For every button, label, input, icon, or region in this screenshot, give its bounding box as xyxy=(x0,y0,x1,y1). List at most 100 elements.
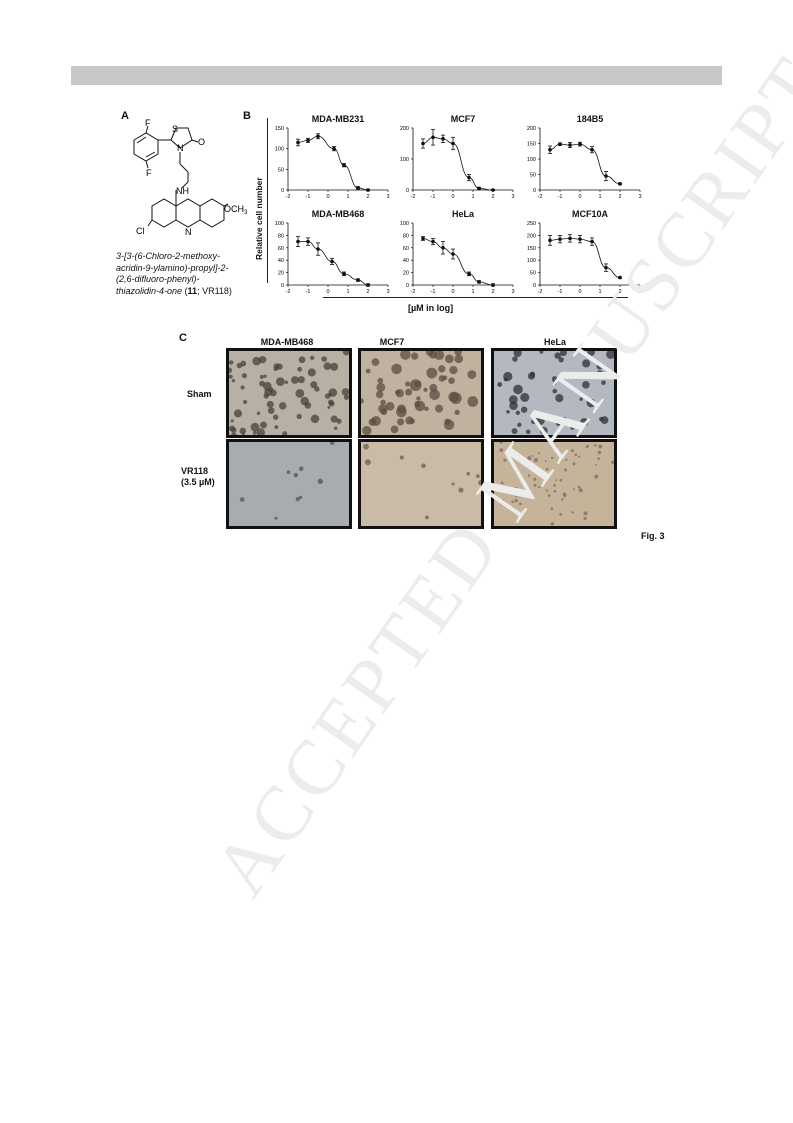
colony-spot xyxy=(597,457,600,460)
y-tick-label: 200 xyxy=(527,233,536,239)
x-tick-label: -1 xyxy=(306,194,311,200)
colony-spot xyxy=(295,496,300,502)
chart-title-hela: HeLa xyxy=(451,209,474,219)
colony-spot xyxy=(266,400,274,408)
colony-spot xyxy=(256,411,261,415)
colony-spot xyxy=(514,499,518,503)
colony-spot xyxy=(323,362,332,370)
colony-spot xyxy=(561,498,564,501)
data-point xyxy=(618,275,622,280)
colony-spot xyxy=(434,351,445,361)
colony-spot xyxy=(582,381,590,389)
data-point xyxy=(306,239,310,244)
colony-spot xyxy=(454,409,460,415)
x-tick-label: -1 xyxy=(558,289,563,295)
colony-spot xyxy=(297,366,303,372)
colony-spot xyxy=(239,497,245,502)
colony-spot xyxy=(421,463,426,469)
photo-mcf7-sham xyxy=(358,348,484,438)
colony-spot xyxy=(539,426,548,435)
y-axis-bracket xyxy=(267,118,268,283)
colony-spot xyxy=(559,351,567,357)
colony-spot xyxy=(531,454,534,457)
colony-spot xyxy=(424,406,429,412)
atom-o: O xyxy=(198,137,205,147)
colony-spot xyxy=(310,355,315,361)
x-tick-label: -2 xyxy=(286,194,291,200)
colony-spot xyxy=(578,488,583,493)
colony-spot xyxy=(385,401,395,411)
x-tick-label: 1 xyxy=(471,289,474,295)
colony-spot xyxy=(551,376,558,382)
atom-f-top: F xyxy=(145,118,151,128)
data-point xyxy=(306,138,310,143)
colony-spot xyxy=(400,351,411,360)
colony-spot xyxy=(282,431,288,435)
colony-spot xyxy=(405,388,413,396)
colony-spot xyxy=(328,392,332,397)
colony-spot xyxy=(414,400,421,407)
atom-f-bottom: F xyxy=(146,168,152,178)
colony-spot xyxy=(511,500,514,504)
colony-spot xyxy=(476,474,480,478)
colony-spot xyxy=(559,513,563,516)
x-tick-label: 3 xyxy=(511,289,514,295)
data-point xyxy=(366,283,370,287)
colony-spot xyxy=(444,354,454,364)
data-point xyxy=(477,186,481,191)
colony-spot xyxy=(525,429,531,435)
colony-spot xyxy=(396,406,407,418)
chart-title-184b5: 184B5 xyxy=(576,114,604,124)
colony-spot xyxy=(365,368,371,374)
colony-spot xyxy=(577,455,581,458)
colony-spot xyxy=(559,458,563,462)
colony-spot xyxy=(390,425,399,434)
colony-spot xyxy=(284,380,289,384)
colony-spot xyxy=(501,481,504,485)
data-point xyxy=(421,236,425,241)
data-point xyxy=(604,265,608,270)
colony-spot xyxy=(550,456,554,460)
colony-spot xyxy=(547,494,551,497)
colony-spot xyxy=(378,404,388,414)
panel-label-c: C xyxy=(179,332,187,344)
x-tick-label: 2 xyxy=(366,194,369,200)
colony-spot xyxy=(397,418,405,426)
data-point xyxy=(558,142,562,146)
x-tick-label: 0 xyxy=(326,289,329,295)
x-tick-label: 2 xyxy=(618,194,621,200)
col-title-mcf7: MCF7 xyxy=(379,337,405,347)
x-tick-label: 1 xyxy=(598,289,601,295)
colony-spot xyxy=(391,363,402,375)
fit-curve xyxy=(549,143,621,185)
colony-spot xyxy=(595,370,605,379)
colony-spot xyxy=(425,351,435,357)
colony-spot xyxy=(503,377,508,382)
y-tick-label: 0 xyxy=(533,188,536,194)
data-point xyxy=(548,147,552,152)
colony-spot xyxy=(599,416,604,422)
x-tick-label: 1 xyxy=(598,194,601,200)
data-point xyxy=(332,146,336,151)
colony-spot xyxy=(542,431,546,435)
colony-spot xyxy=(572,462,576,466)
data-point xyxy=(316,134,320,139)
colony-spot xyxy=(451,482,455,486)
y-tick-label: 50 xyxy=(530,271,536,277)
colony-spot xyxy=(429,389,440,400)
colony-spot xyxy=(239,427,246,435)
y-tick-label: 100 xyxy=(400,221,409,227)
caption-line-4b: ( xyxy=(182,285,188,296)
colony-spot xyxy=(478,480,481,486)
data-point xyxy=(441,137,445,141)
data-point xyxy=(451,252,455,256)
colony-spot xyxy=(503,458,507,462)
colony-spot xyxy=(555,421,561,426)
atom-n: N xyxy=(177,143,184,153)
colony-spot xyxy=(274,516,278,520)
colony-spot xyxy=(562,417,567,422)
colony-spot xyxy=(368,418,377,426)
x-tick-label: -2 xyxy=(538,289,543,295)
data-point xyxy=(356,186,360,190)
